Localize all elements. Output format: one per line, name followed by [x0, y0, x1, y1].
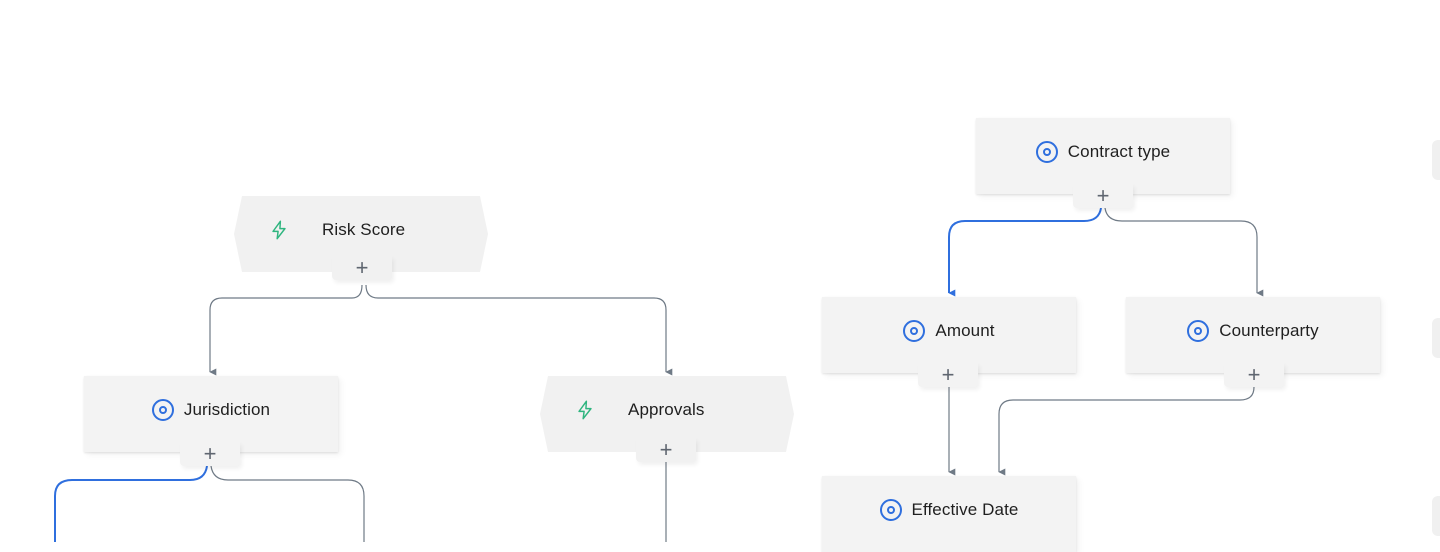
add-child-button[interactable]: +	[636, 438, 696, 462]
node-label: Amount	[935, 321, 995, 340]
add-child-button[interactable]: +	[1073, 184, 1133, 208]
connector-risk-jurisdiction	[209, 284, 363, 376]
target-icon	[903, 320, 926, 342]
bolt-icon	[574, 399, 596, 421]
node-card[interactable]: Jurisdiction	[84, 376, 338, 452]
offscreen-node-edge	[1432, 318, 1440, 358]
offscreen-node-edge	[1432, 496, 1440, 536]
connector-jurisdiction-left	[54, 465, 208, 542]
node-card[interactable]: Amount	[822, 297, 1076, 373]
node-label: Risk Score	[322, 220, 406, 239]
node-card[interactable]: Contract type	[976, 118, 1230, 194]
add-child-button[interactable]: +	[180, 442, 240, 466]
node-card[interactable]: Approvals	[540, 376, 794, 452]
connector-risk-approvals	[365, 284, 673, 376]
node-label: Jurisdiction	[183, 400, 271, 419]
node-label: Approvals	[628, 400, 705, 419]
target-icon	[1035, 141, 1058, 163]
connector-counterparty-effective	[998, 386, 1255, 476]
offscreen-node-edge	[1432, 140, 1440, 180]
connector-contract-amount	[948, 207, 1102, 297]
add-child-button[interactable]: +	[332, 256, 392, 280]
target-icon	[879, 499, 902, 521]
connector-contract-counterparty	[1104, 207, 1264, 297]
node-card[interactable]: Counterparty	[1126, 297, 1380, 373]
bolt-icon	[268, 219, 290, 241]
node-card[interactable]: Effective Date	[822, 476, 1076, 552]
add-child-button[interactable]: +	[1224, 363, 1284, 387]
target-icon	[151, 399, 174, 421]
node-label: Effective Date	[911, 500, 1019, 519]
node-label: Contract type	[1067, 142, 1171, 161]
node-card[interactable]: Risk Score	[234, 196, 488, 272]
add-child-button[interactable]: +	[918, 363, 978, 387]
target-icon	[1187, 320, 1210, 342]
connector-jurisdiction-right	[210, 465, 365, 542]
node-label: Counterparty	[1219, 321, 1319, 340]
